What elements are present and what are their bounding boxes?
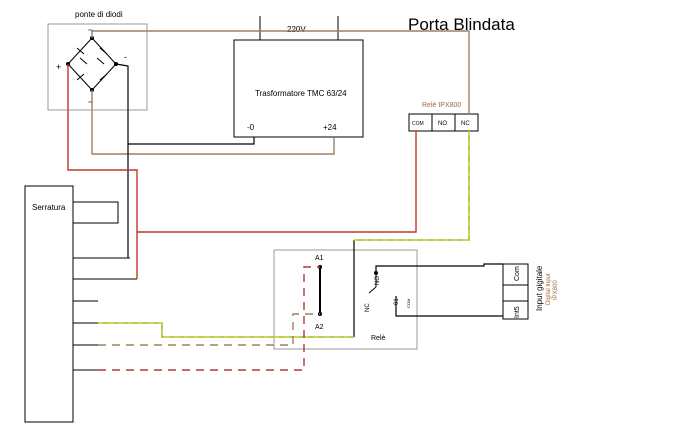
relay-coil-a1: A1 [315,255,324,262]
wire-black-com [375,263,503,273]
ipx-terminal-no-label: NO [438,121,447,127]
digital-input-title: Input gigitale [535,265,544,311]
digital-input-sub1: Digital Input [546,273,552,305]
digital-input-int5: Int5 [514,306,521,318]
ipx-terminal-com-label: COM [412,121,424,127]
relay-contact-no: NO [375,276,381,285]
bridge-ac-bottom: ~ [88,97,93,107]
transformer-neg-terminal: -0 [247,123,255,132]
digital-input-sub2: IPX800 [553,280,559,300]
lock-terminals [73,201,137,371]
wire-yellow-lock [98,322,354,338]
wire-brown-dashed-a2 [98,313,320,346]
bridge-minus: - [124,52,127,62]
relay-contact-nc: NC [365,303,371,312]
wire-red-dashed-a1 [98,266,320,371]
wire-red-to-ipx-com [137,131,417,233]
digital-input-com: Com [514,266,521,281]
diode-bridge-symbol [67,37,117,91]
transformer-name: Trasformatore TMC 63/24 [255,89,347,98]
ipx-terminal-nc-label: NC [461,121,470,127]
wire-green-nc [354,131,470,241]
bridge-ac-top: ~ [88,25,93,35]
relay-label: Relè [371,335,386,342]
wire-black-negative [115,63,255,145]
digital-input-block [502,263,529,320]
relay-box [273,249,418,350]
relay-contact [368,273,377,294]
relay-contact-com: COM [406,299,411,308]
lock-box [24,185,74,423]
lock-label: Serratura [32,203,66,212]
ipx-relay-label: Relè IPX800 [422,102,461,109]
wire-brown-ac-bottom [91,90,335,155]
wire-red-positive [67,64,138,279]
relay-coil-a2: A2 [315,324,324,331]
ipx-terminal-nc [454,113,479,132]
transformer-pos-terminal: +24 [323,123,337,132]
wire-yellow-nc [354,131,470,241]
relay-contact-id: 01 [394,298,400,305]
wire-brown-ac-top [91,30,470,114]
page-title: Porta Blindata [408,15,515,34]
transformer-box [233,39,364,138]
bridge-plus: + [56,62,61,72]
diode-bridge-box [47,23,148,111]
wire-black-int5 [395,296,503,317]
diode-bridge-label: ponte di diodi [75,10,123,19]
transformer-input-label: 220V [287,25,306,34]
